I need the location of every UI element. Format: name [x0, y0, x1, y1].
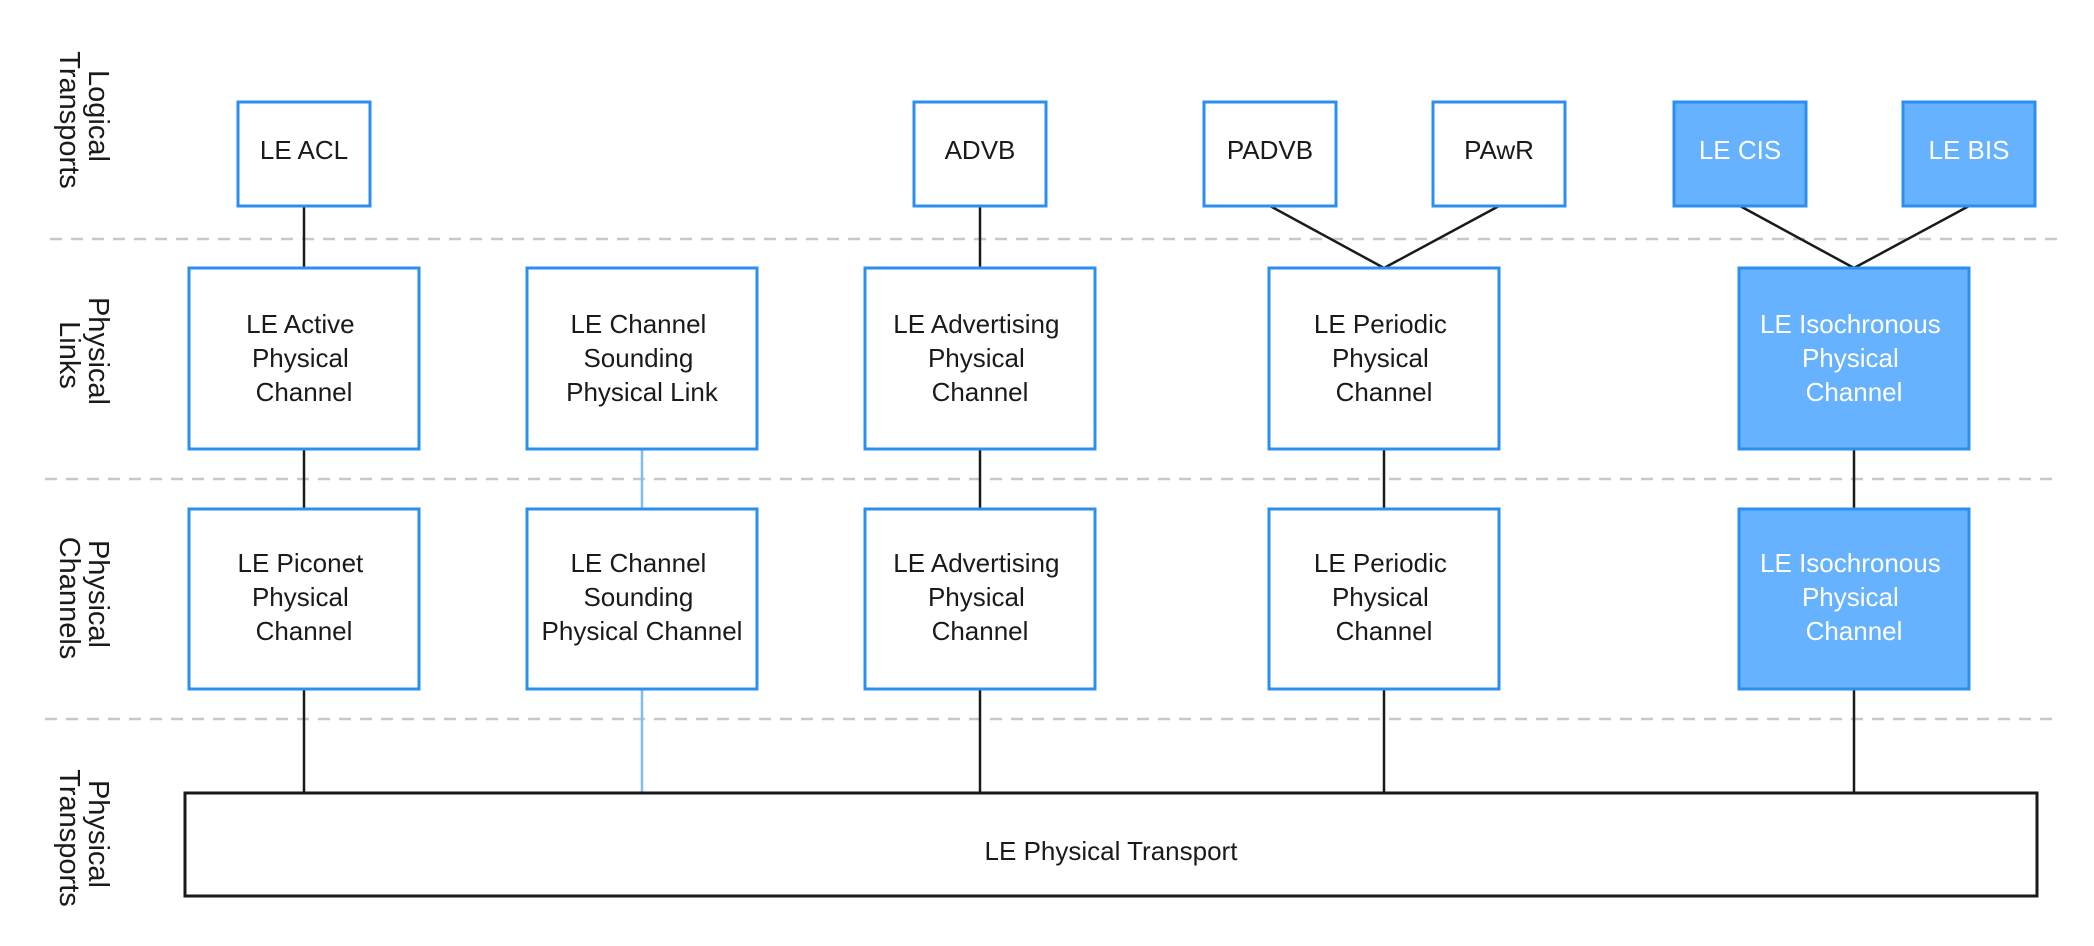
le-channel-sounding-link-label: LE Channel Sounding Physical Link [566, 309, 719, 407]
advb-line-1: ADVB [945, 135, 1016, 165]
row-label-physical-channels-line-2: Channels [53, 537, 85, 660]
logical-transport-le-bis: LE BIS [1901, 100, 2037, 208]
le-advertising-channel-line-3: Channel [932, 616, 1029, 646]
le-bis-line-1: LE BIS [1929, 135, 2010, 165]
le-active-line-1: LE Active [246, 309, 354, 339]
logical-transport-le-acl: LE ACL [236, 100, 372, 208]
connector-padvb-pawr-to-periodic-link [1269, 204, 1500, 270]
row-label-physical-transports: Physical Transports [53, 769, 114, 907]
row-label-logical-transports-line-2: Transports [53, 51, 85, 189]
row-labels: Logical Transports Physical Links Physic… [53, 51, 114, 907]
le-advertising-link-line-3: Channel [932, 377, 1029, 407]
row-label-logical-transports-line-1: Logical [82, 70, 114, 162]
le-piconet-line-3: Channel [256, 616, 353, 646]
le-channel-sounding-link-line-1: LE Channel [570, 309, 706, 339]
le-periodic-channel-label: LE Periodic Physical Channel [1314, 548, 1454, 646]
le-advertising-link-line-1: LE Advertising [893, 309, 1059, 339]
le-isochronous-channel-line-3: Channel [1806, 616, 1903, 646]
le-channel-sounding-channel-label: LE Channel Sounding Physical Channel [542, 548, 743, 646]
physical-link-le-advertising: LE Advertising Physical Channel [863, 266, 1097, 451]
row-label-logical-transports: Logical Transports [53, 51, 114, 189]
le-cis-label: LE CIS [1699, 135, 1781, 165]
logical-transport-advb: ADVB [912, 100, 1048, 208]
le-advertising-channel-line-2: Physical [928, 582, 1025, 612]
row-label-physical-links-line-2: Links [53, 321, 85, 389]
physical-channel-le-periodic: LE Periodic Physical Channel [1267, 507, 1501, 691]
physical-link-le-active: LE Active Physical Channel [187, 266, 421, 451]
le-active-label: LE Active Physical Channel [246, 309, 362, 407]
pawr-line-1: PAwR [1464, 135, 1534, 165]
le-advertising-channel-line-1: LE Advertising [893, 548, 1059, 578]
physical-transport-le: LE Physical Transport [183, 791, 2039, 898]
le-isochronous-link-line-2: Physical [1802, 343, 1899, 373]
le-advertising-link-line-2: Physical [928, 343, 1025, 373]
le-periodic-link-line-2: Physical [1332, 343, 1429, 373]
le-isochronous-link-line-1: LE Isochronous [1760, 309, 1941, 339]
row-label-physical-transports-line-1: Physical [82, 780, 114, 888]
le-channel-sounding-channel-line-3: Physical Channel [542, 616, 743, 646]
le-periodic-channel-line-3: Channel [1336, 616, 1433, 646]
le-acl-line-1: LE ACL [260, 135, 348, 165]
le-acl-label: LE ACL [260, 135, 348, 165]
row-label-physical-links-line-1: Physical [82, 297, 114, 405]
physical-link-le-isochronous: LE Isochronous Physical Channel [1737, 266, 1971, 451]
le-piconet-line-2: Physical [252, 582, 349, 612]
le-periodic-link-label: LE Periodic Physical Channel [1314, 309, 1454, 407]
le-channel-sounding-link-line-2: Sounding [583, 343, 693, 373]
le-channel-sounding-channel-line-2: Sounding [583, 582, 693, 612]
le-periodic-link-line-3: Channel [1336, 377, 1433, 407]
le-physical-transport-label: LE Physical Transport [985, 836, 1239, 866]
le-isochronous-channel-line-1: LE Isochronous [1760, 548, 1941, 578]
le-channel-sounding-link-line-3: Physical Link [566, 377, 719, 407]
row-label-physical-links: Physical Links [53, 297, 114, 413]
row-label-physical-transports-line-2: Transports [53, 769, 85, 907]
le-piconet-label: LE Piconet Physical Channel [238, 548, 371, 646]
physical-channel-le-isochronous: LE Isochronous Physical Channel [1737, 507, 1971, 691]
le-active-line-3: Channel [256, 377, 353, 407]
le-channel-sounding-channel-line-1: LE Channel [570, 548, 706, 578]
pawr-label: PAwR [1464, 135, 1534, 165]
physical-channel-le-advertising: LE Advertising Physical Channel [863, 507, 1097, 691]
advb-label: ADVB [945, 135, 1016, 165]
le-advertising-channel-label: LE Advertising Physical Channel [893, 548, 1066, 646]
le-active-line-2: Physical [252, 343, 349, 373]
le-isochronous-channel-label: LE Isochronous Physical Channel [1760, 548, 1948, 646]
logical-transport-le-cis: LE CIS [1672, 100, 1808, 208]
connector-cis-bis-to-isochronous-link [1739, 204, 1970, 270]
physical-link-le-periodic: LE Periodic Physical Channel [1267, 266, 1501, 451]
le-isochronous-link-label: LE Isochronous Physical Channel [1760, 309, 1948, 407]
le-periodic-channel-line-2: Physical [1332, 582, 1429, 612]
le-piconet-line-1: LE Piconet [238, 548, 365, 578]
row-label-physical-channels-line-1: Physical [82, 540, 114, 648]
physical-channel-le-piconet: LE Piconet Physical Channel [187, 507, 421, 691]
le-periodic-link-line-1: LE Periodic [1314, 309, 1447, 339]
physical-channel-le-channel-sounding: LE Channel Sounding Physical Channel [525, 507, 759, 691]
le-isochronous-channel-line-2: Physical [1802, 582, 1899, 612]
le-cis-line-1: LE CIS [1699, 135, 1781, 165]
le-advertising-link-label: LE Advertising Physical Channel [893, 309, 1066, 407]
le-isochronous-link-line-3: Channel [1806, 377, 1903, 407]
le-periodic-channel-line-1: LE Periodic [1314, 548, 1447, 578]
logical-transport-pawr: PAwR [1431, 100, 1567, 208]
logical-transport-padvb: PADVB [1202, 100, 1338, 208]
le-bis-label: LE BIS [1929, 135, 2010, 165]
padvb-line-1: PADVB [1227, 135, 1313, 165]
padvb-label: PADVB [1227, 135, 1313, 165]
row-label-physical-channels: Physical Channels [53, 537, 114, 660]
physical-link-le-channel-sounding: LE Channel Sounding Physical Link [525, 266, 759, 451]
